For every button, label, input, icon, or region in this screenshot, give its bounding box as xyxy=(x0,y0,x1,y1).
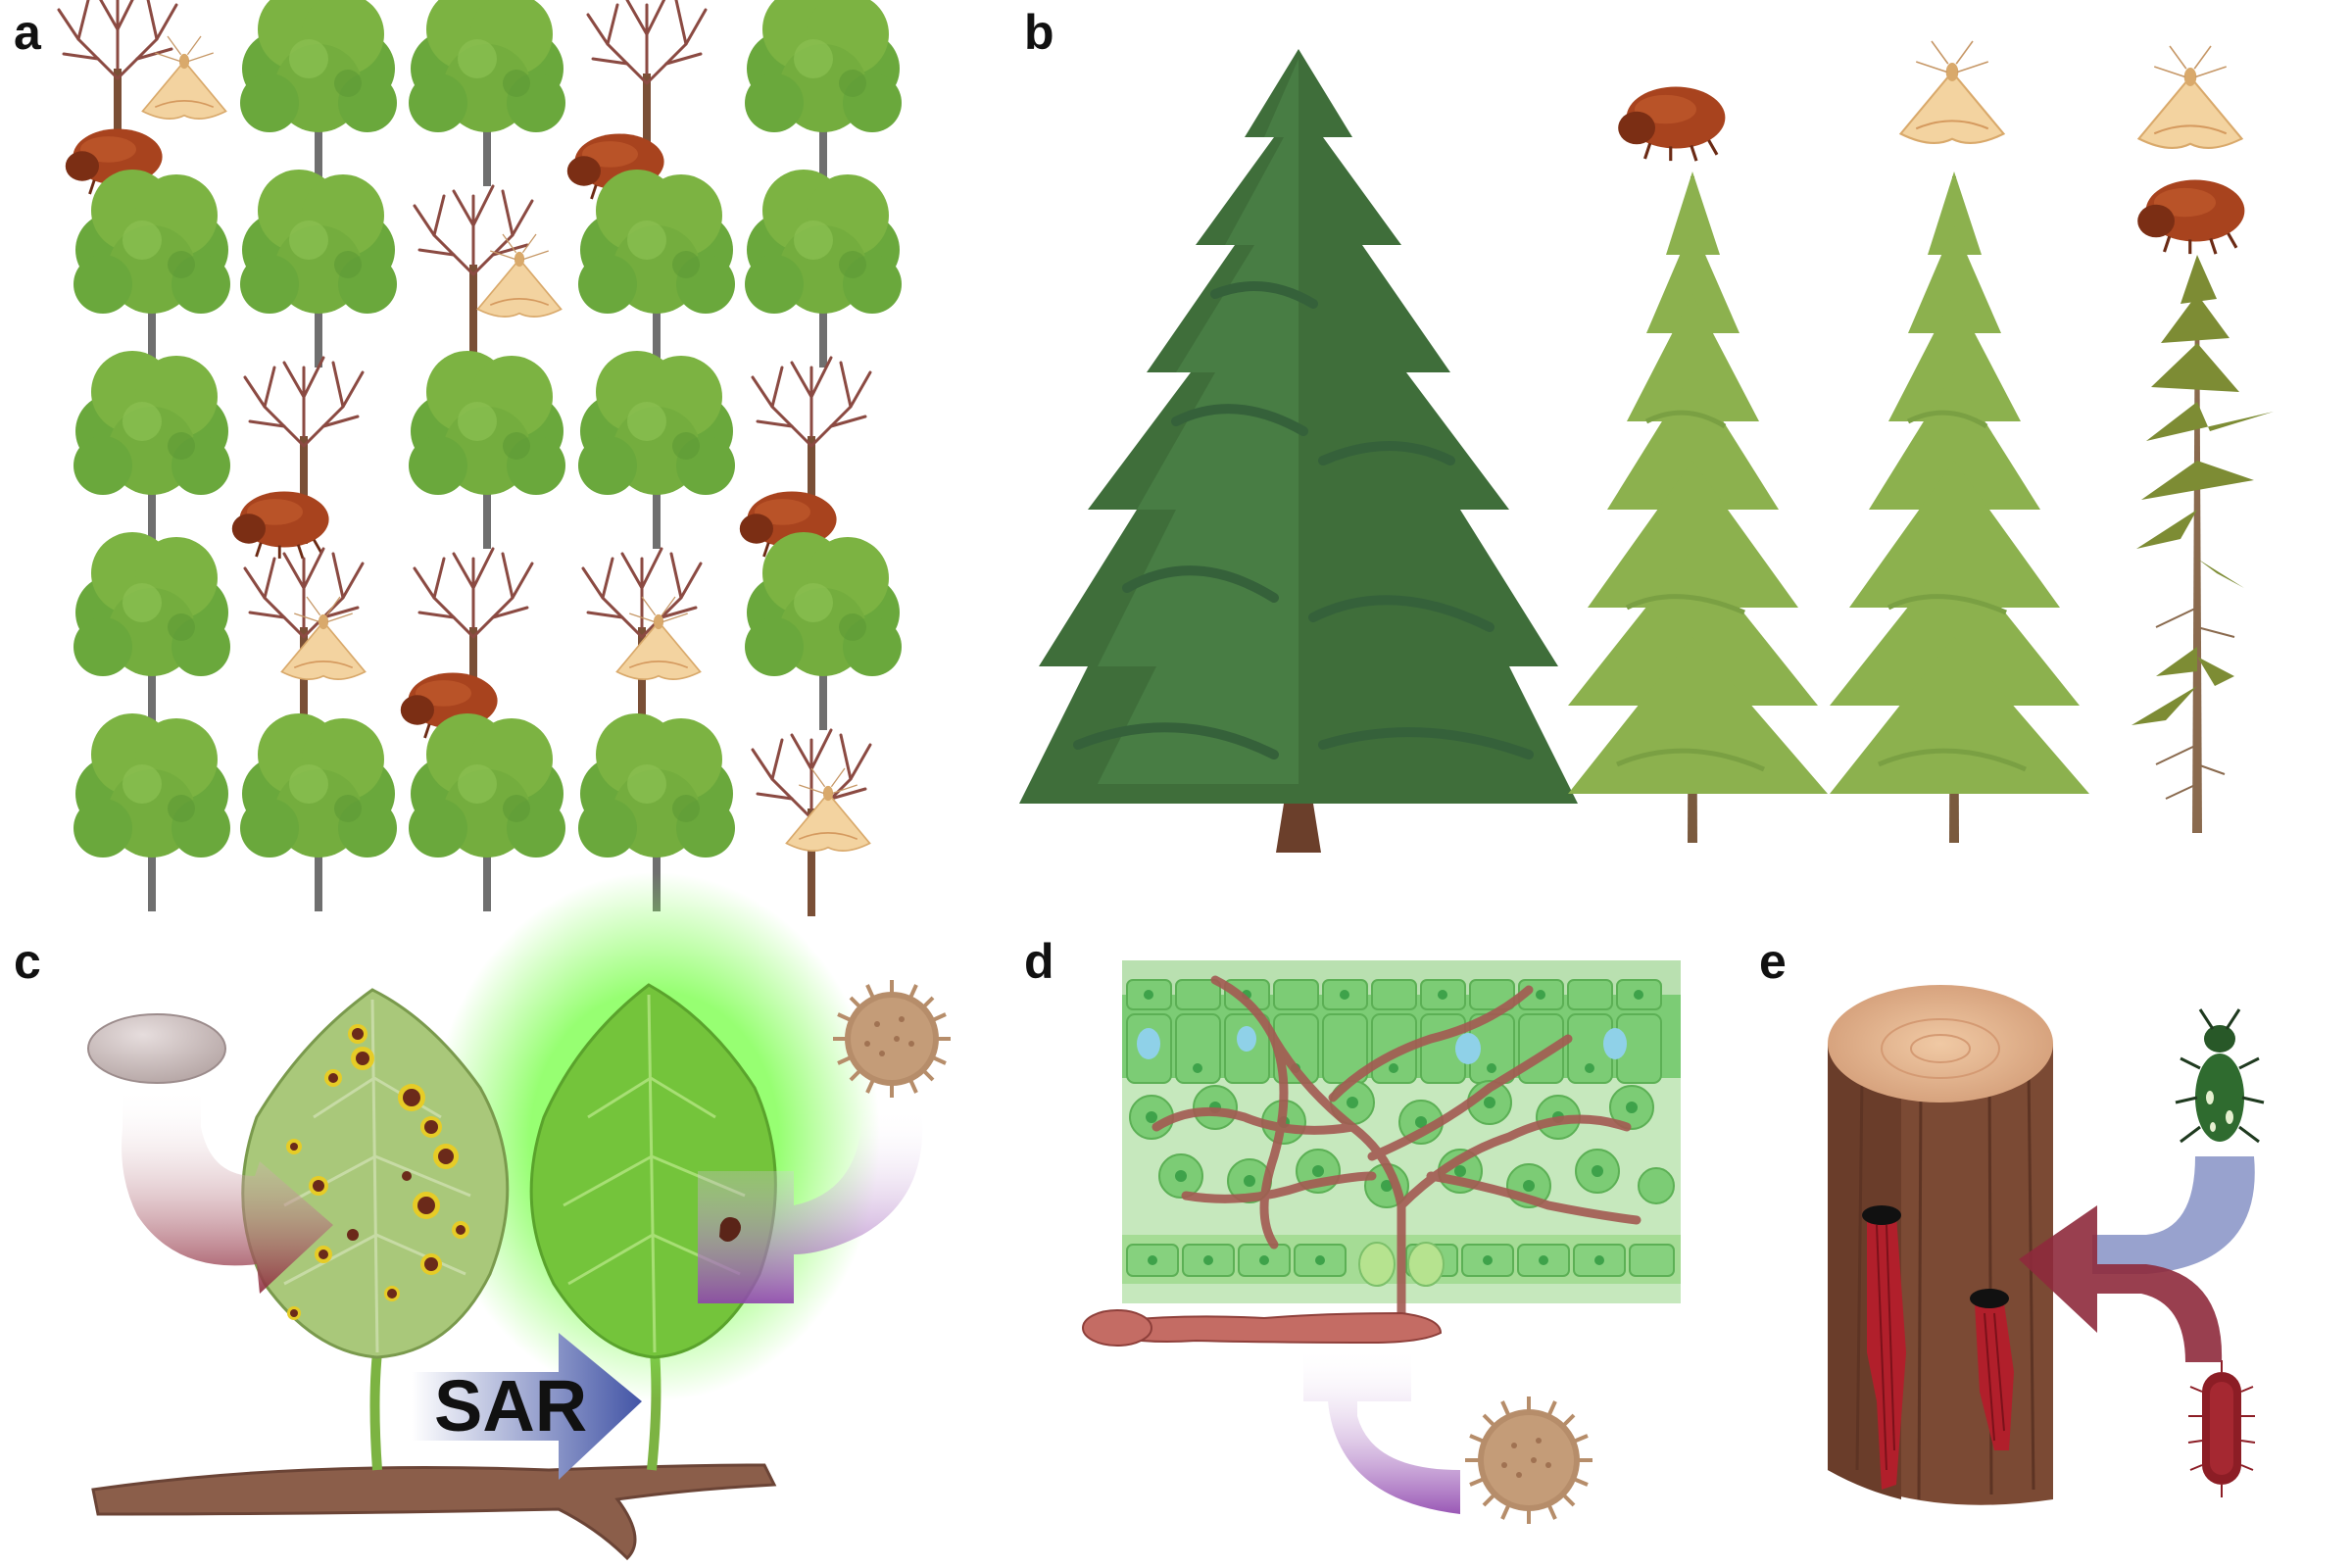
deciduous-tree-icon xyxy=(578,351,735,549)
dead-tree-icon xyxy=(243,547,365,737)
bark-beetle-icon xyxy=(2135,177,2246,256)
leaf-tissue-icon xyxy=(1082,960,1681,1347)
panel-c-letter: c xyxy=(14,934,41,989)
sar-label: SAR xyxy=(434,1365,587,1446)
panel-a: a xyxy=(14,0,902,918)
panel-c: c xyxy=(14,872,951,1561)
deciduous-tree-icon xyxy=(578,170,735,368)
conifer-icon xyxy=(1568,172,1828,843)
fungal-hyphae xyxy=(1152,975,1642,1318)
bark-beetle-icon xyxy=(1616,84,1727,163)
moth-icon xyxy=(2137,44,2243,150)
deciduous-tree-icon xyxy=(240,0,397,186)
deciduous-tree-icon xyxy=(745,170,902,368)
panel-b-letter: b xyxy=(1024,5,1054,60)
attack-arrow xyxy=(2092,1156,2255,1274)
induction-arrow xyxy=(122,1088,333,1294)
log-icon xyxy=(1828,985,2053,1505)
deciduous-tree-icon xyxy=(240,713,397,911)
moth-icon xyxy=(785,767,871,853)
panel-d: d xyxy=(1024,934,1681,1524)
leaf-icon xyxy=(241,988,510,1359)
deciduous-tree-icon xyxy=(240,170,397,368)
panel-e-letter: e xyxy=(1759,934,1787,989)
panel-d-letter: d xyxy=(1024,934,1054,989)
conifer-icon xyxy=(2132,255,2274,833)
fungal-spore xyxy=(1082,1309,1443,1347)
conifer-icon xyxy=(1019,49,1578,853)
moth-icon xyxy=(1899,39,2005,145)
sar-arrow: SAR xyxy=(412,1333,642,1480)
panel-a-letter: a xyxy=(14,5,42,60)
panel-b: b xyxy=(1019,5,2274,853)
deciduous-tree-icon xyxy=(74,170,230,368)
bacterium-icon xyxy=(2187,1360,2256,1497)
deciduous-tree-icon xyxy=(745,532,902,730)
stone-icon xyxy=(87,1013,226,1084)
conifer-icon xyxy=(1830,172,2089,843)
deciduous-tree-icon xyxy=(74,713,230,911)
branch-icon xyxy=(91,1463,777,1561)
lesion-spots xyxy=(286,1024,469,1320)
pollen-grain-icon xyxy=(833,980,951,1098)
infection-arrow xyxy=(1303,1348,1460,1514)
deciduous-tree-icon xyxy=(409,0,565,186)
green-beetle-icon xyxy=(2175,1008,2265,1144)
bark-beetle-icon xyxy=(230,490,331,561)
deciduous-tree-icon xyxy=(409,713,565,911)
tree-grid xyxy=(57,0,902,918)
moth-icon xyxy=(141,35,227,121)
deciduous-tree-icon xyxy=(745,0,902,186)
panel-e: e xyxy=(1759,934,2265,1505)
infection-arrow xyxy=(698,1107,923,1303)
attack-arrow xyxy=(2019,1205,2223,1362)
deciduous-tree-icon xyxy=(74,351,230,549)
deciduous-tree-icon xyxy=(74,532,230,730)
pollen-grain-icon xyxy=(1465,1396,1592,1524)
deciduous-tree-icon xyxy=(409,351,565,549)
